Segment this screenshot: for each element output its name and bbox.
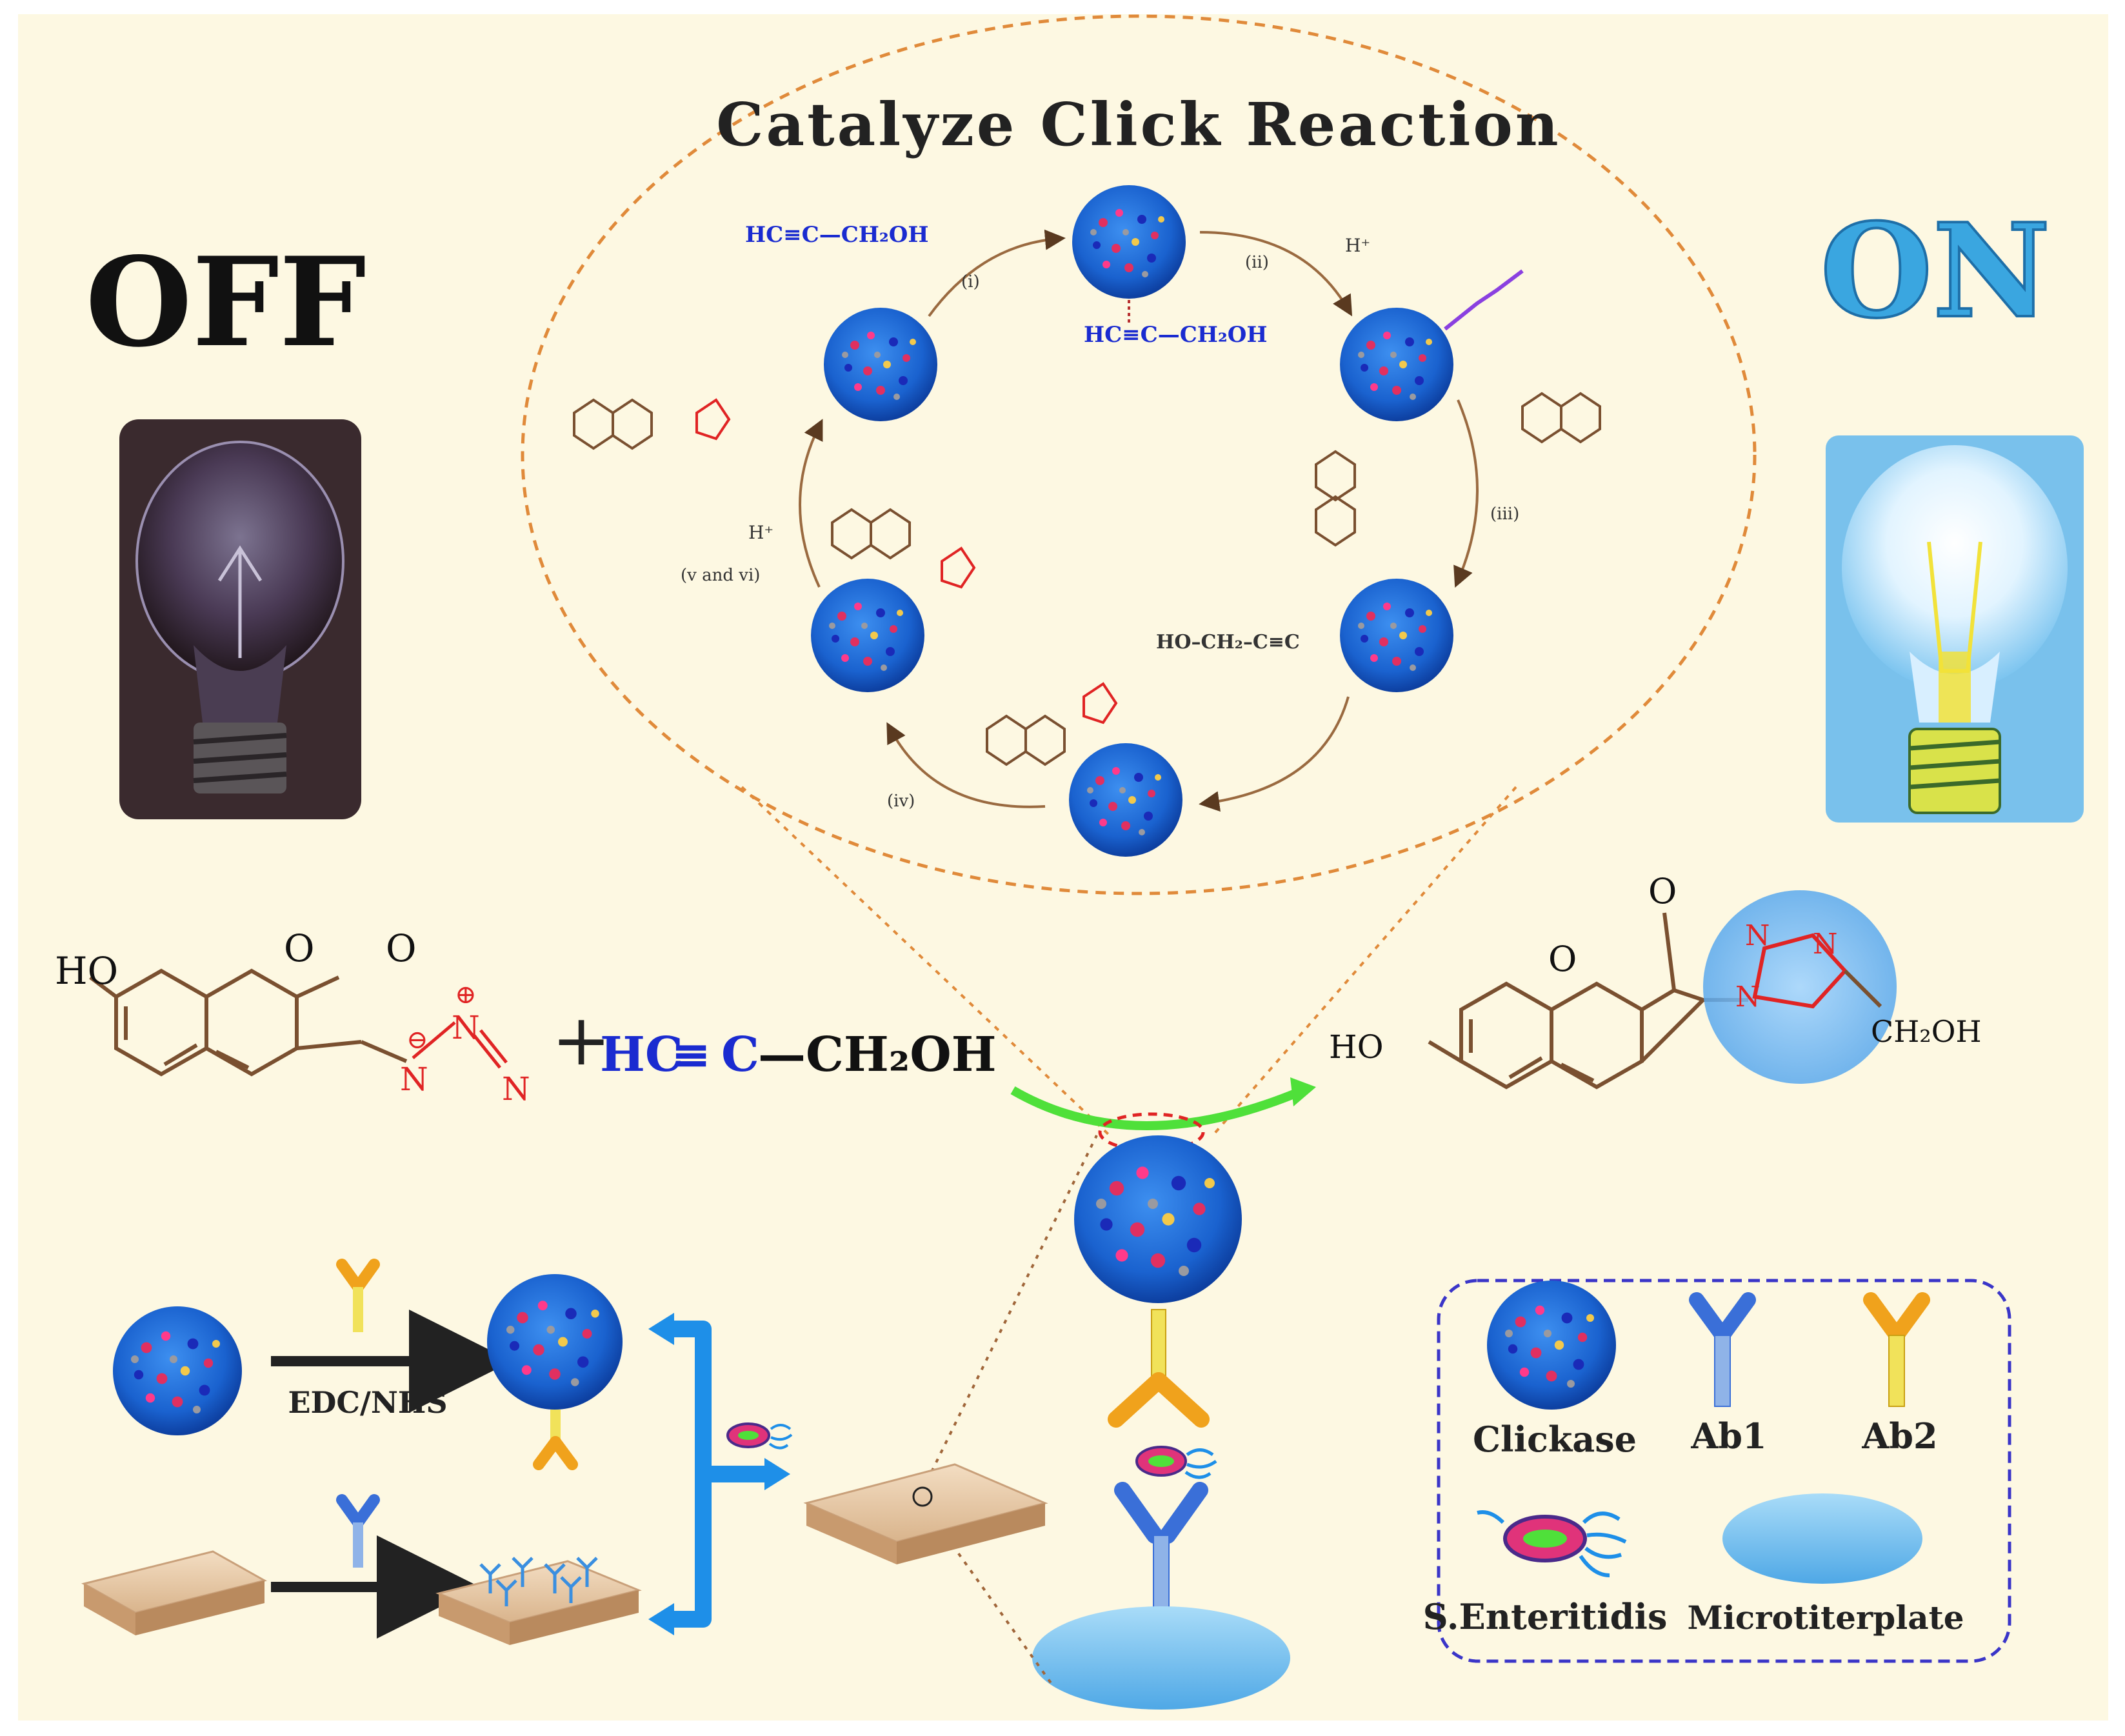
cycle-title: Catalyze Click Reaction: [716, 90, 1561, 159]
legend-microtiter-icon: [1722, 1493, 1922, 1584]
bracket-arrow-right-head: [764, 1458, 790, 1490]
plus-sign: +: [552, 999, 611, 1081]
triazole-n2-label: N: [1745, 919, 1770, 952]
triazole-glow: [1703, 890, 1897, 1084]
plate-zoom-lines: [921, 1135, 1098, 1685]
legend-ab1-icon: [1689, 1292, 1756, 1407]
product-ring-o-label: O: [1548, 939, 1577, 979]
triazole-n3-label: N: [1813, 928, 1838, 961]
cycle-nanozyme-top: [1072, 185, 1186, 299]
alkyne-triple-bond: ≡: [671, 1027, 711, 1083]
prep-conjugate-nanozyme: [487, 1274, 623, 1410]
azide-minus-label: ⊖: [406, 1025, 428, 1055]
reaction-arrow-head: [1290, 1077, 1316, 1106]
cycle-nanozyme-lower-left: [811, 579, 924, 692]
cycle-alkyne-label: HC≡C—CH₂OH: [745, 222, 929, 248]
combine-bracket: [664, 1321, 768, 1628]
legend-microtiter-label: Microtiterplate: [1687, 1599, 1964, 1637]
light-bulb-off-icon: [119, 419, 361, 819]
edc-nhs-label: EDC/NHS: [288, 1385, 447, 1420]
cycle-bound-alkyne-label: HC≡C—CH₂OH: [1084, 322, 1268, 348]
cycle-arrows: [799, 229, 1479, 812]
legend-clickase-icon: [1487, 1281, 1616, 1410]
cycle-nanozyme-bottom: [1069, 743, 1182, 857]
sandwich-ab2: [1108, 1309, 1210, 1428]
blank-plate: [81, 1550, 268, 1635]
azide-carbonyl-o-label: O: [386, 926, 417, 970]
alkyne-tail-label: —CH₂OH: [758, 1027, 997, 1083]
off-label: OFF: [85, 230, 366, 374]
azido-coumarin-structure: HO O O N N N ⊖ ⊕: [55, 926, 530, 1108]
azide-ring-o-label: O: [284, 926, 315, 970]
legend-bacterium-label: S.Enteritidis: [1423, 1596, 1668, 1637]
product-carbonyl-o-label: O: [1648, 871, 1677, 912]
step-i-label: (i): [961, 272, 980, 292]
prep-conjugate-ab2: [533, 1410, 578, 1470]
cycle-bound-alkyne-chain: [1444, 269, 1524, 331]
proton-label-1: H⁺: [1345, 235, 1370, 256]
legend-clickase-label: Clickase: [1473, 1419, 1637, 1460]
prep-nanozyme: [113, 1306, 242, 1435]
legend-ab2-label: Ab2: [1861, 1415, 1937, 1457]
bracket-bacterium: [726, 1422, 793, 1450]
light-bulb-on-icon: [1826, 435, 2084, 823]
cycle-side-alkyne-label: HO–CH₂–C≡C: [1156, 631, 1300, 653]
product-ch2oh-label: CH₂OH: [1871, 1014, 1982, 1049]
sandwich-nanozyme: [1074, 1135, 1242, 1303]
cycle-coumarin-sketches: [573, 392, 1601, 766]
reaction-arrow: [1010, 1086, 1305, 1130]
legend-ab2-icon: [1863, 1292, 1930, 1407]
azide-ho-label: HO: [55, 949, 118, 993]
azide-n3-label: N: [502, 1070, 530, 1108]
active-site-highlight: [1098, 1112, 1205, 1152]
product-ho-label: HO: [1329, 1028, 1384, 1066]
step-ii-label: (ii): [1245, 253, 1269, 272]
coated-plate: [435, 1557, 642, 1645]
scheme-background: [18, 14, 2108, 1721]
cycle-nanozyme-upper-right: [1340, 308, 1453, 421]
on-label: ON: [1820, 195, 2050, 347]
legend-box: [1437, 1279, 2011, 1663]
prep-ab2-antibody: [336, 1259, 380, 1332]
step-v-vi-label: (v and vi): [681, 566, 760, 585]
bracket-arrow-up-head: [648, 1313, 674, 1345]
propargyl-alcohol-formula: HC ≡ C —CH₂OH: [600, 1027, 997, 1083]
alkyne-c-label: C: [721, 1027, 759, 1083]
step-iii-label: (iii): [1490, 504, 1519, 524]
azide-plus-label: ⊕: [455, 980, 477, 1010]
cycle-nanozyme-lower-right: [1340, 579, 1453, 692]
triazole-n1-label: N: [1735, 981, 1761, 1013]
azide-n1-label: N: [400, 1061, 428, 1098]
proton-label-2: H⁺: [748, 522, 773, 543]
zoom-lines: [741, 786, 1517, 1137]
prep-ab1-antibody: [336, 1494, 380, 1568]
catalytic-cycle-outline: [521, 14, 1757, 895]
legend-bacterium-icon: [1477, 1510, 1627, 1577]
azide-n2-label: N: [452, 1009, 480, 1046]
step-iv-label: (iv): [887, 792, 915, 811]
bracket-arrow-down-head: [648, 1603, 674, 1635]
alkyne-hc-label: HC: [600, 1027, 683, 1083]
sandwich-bacterium: [1135, 1446, 1217, 1479]
microtiter-well-disc: [1032, 1606, 1290, 1710]
triazole-coumarin-product: HO O O N N N CH₂OH: [1329, 871, 1982, 1090]
cycle-nanozyme-upper-left: [824, 308, 937, 421]
legend-ab1-label: Ab1: [1690, 1415, 1766, 1457]
assay-plate: [803, 1463, 1048, 1564]
